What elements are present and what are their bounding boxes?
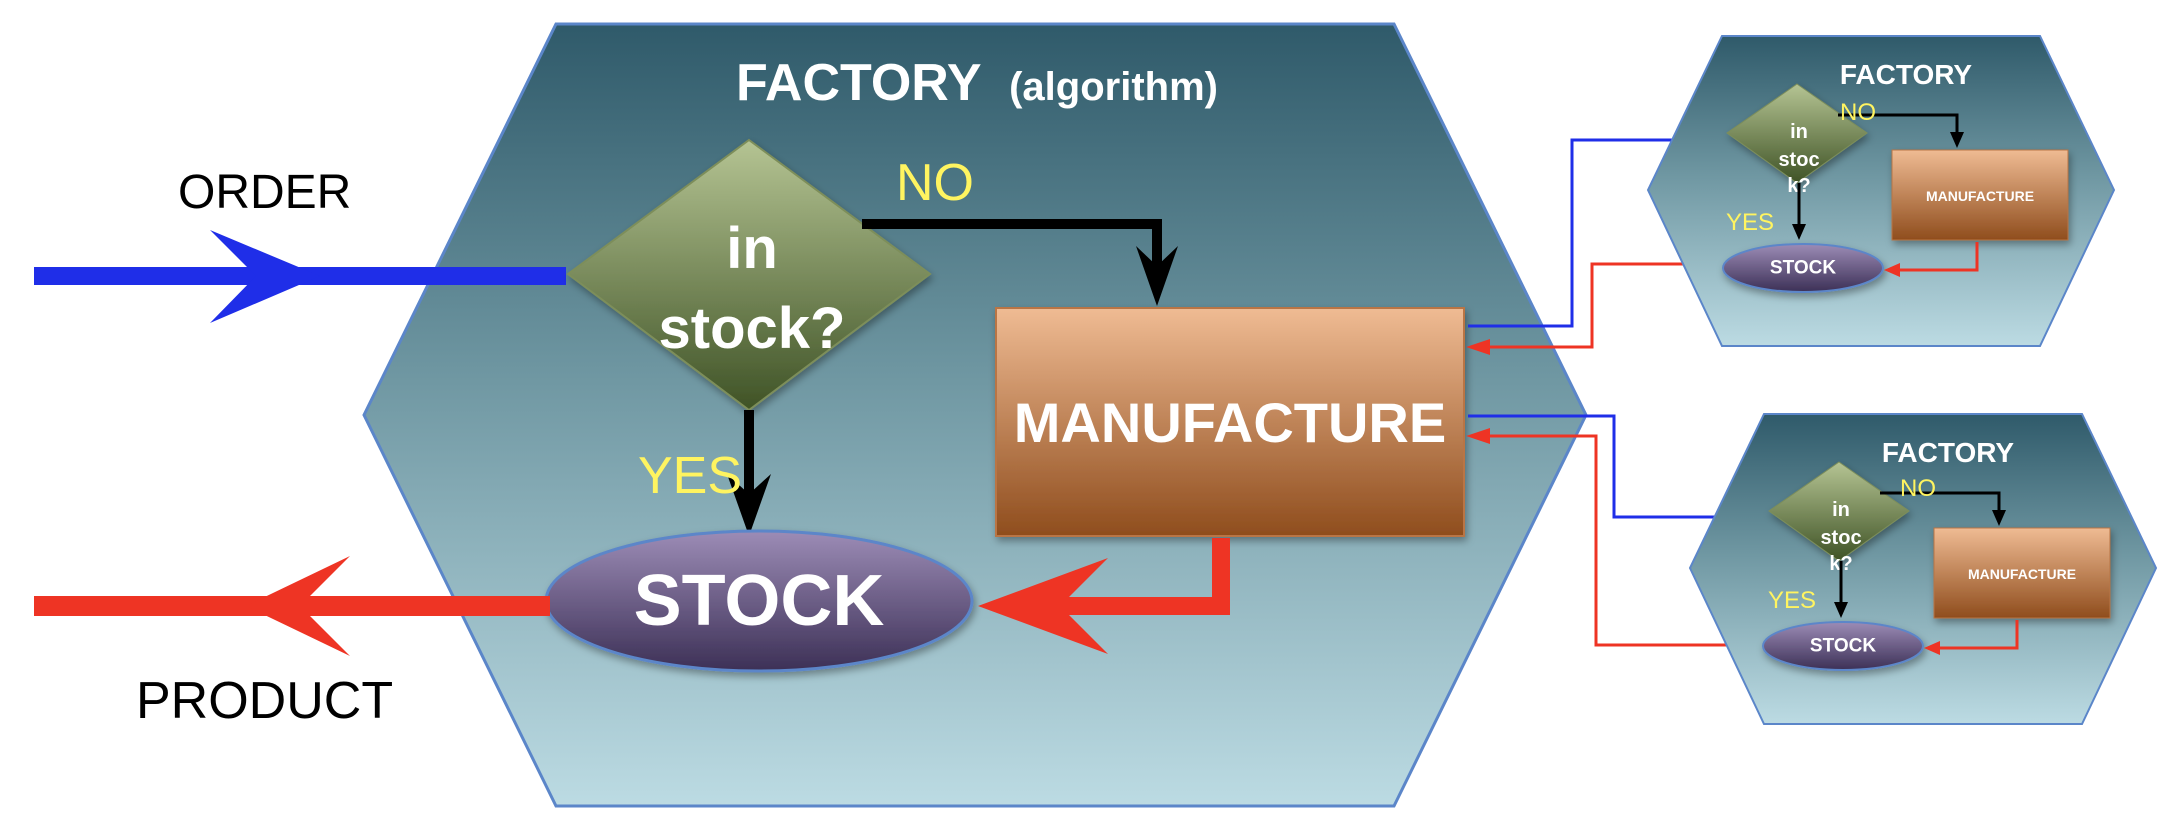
manufacture-label: MANUFACTURE [1014, 391, 1446, 454]
order-arrow [34, 230, 566, 323]
sub-factory-1-stock-label: STOCK [1770, 258, 1836, 279]
decision-line2: stock? [659, 296, 846, 361]
order-label: ORDER [178, 166, 351, 219]
sub-factory-2-stock [1762, 621, 1924, 671]
main-factory-title-text: FACTORY [736, 54, 981, 112]
sub-factory-1-no-arrow [1838, 113, 1959, 138]
sub-factory-2: FACTORY in stoc k? NO YES MANUFACTURE ST… [1688, 413, 2158, 725]
sub-factory-1-title: FACTORY [1840, 59, 1973, 90]
sub-factory-1-decision-line2: stoc [1778, 149, 1819, 171]
sub-factory-1-yes-label: YES [1726, 209, 1774, 236]
sub-factory-2-yes-label: YES [1768, 587, 1816, 614]
product-arrow [34, 556, 550, 656]
sub-factory-2-decision [1768, 461, 1910, 562]
sub-factory-1-no-label: NO [1840, 99, 1876, 126]
sub-factory-2-title: FACTORY [1882, 437, 2015, 468]
sub-factory-2-manufacture-label: MANUFACTURE [1968, 566, 2076, 582]
sub-factory-2-stock-label: STOCK [1810, 636, 1876, 657]
sub-factory-1-manufacture-label: MANUFACTURE [1926, 188, 2034, 204]
sub-factory-1-stock [1722, 243, 1884, 293]
no-arrow [862, 219, 1178, 306]
sub-factory-1: FACTORY in stoc k? NO YES MANUFACTURE ST… [1646, 35, 2116, 347]
yes-label: YES [638, 447, 742, 505]
sub-factory-2-no-arrow [1880, 491, 2001, 516]
no-label: NO [896, 154, 974, 212]
sub-factory-1-manufacture-box [1891, 149, 2069, 241]
sub-factory-2-manufacture-box [1933, 527, 2111, 619]
stock-label: STOCK [634, 561, 885, 641]
main-factory-title: FACTORY (algorithm) [736, 54, 1218, 112]
product-label: PRODUCT [136, 672, 393, 730]
sub-factory-2-decision-line2: stoc [1820, 527, 1861, 549]
sub-factory-2-return-arrow [1934, 620, 2019, 650]
decision-line1: in [726, 216, 778, 281]
sub-factory-1-return-arrow [1894, 242, 1979, 272]
sub-factory-1-decision-line1: in [1790, 121, 1808, 143]
sub-factory-2-no-label: NO [1900, 475, 1936, 502]
manufacture-box [995, 307, 1465, 537]
main-factory-subtitle: (algorithm) [1009, 65, 1218, 109]
yes-arrow [727, 410, 771, 536]
sub-factory-1-decision [1726, 83, 1868, 184]
sub-factory-2-decision-line1: in [1832, 499, 1850, 521]
manufacture-to-stock-arrow [978, 538, 1230, 654]
